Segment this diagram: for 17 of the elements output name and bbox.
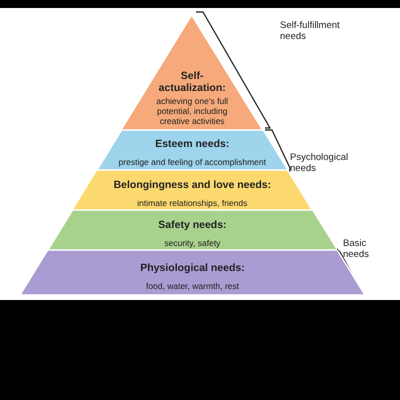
tier-description: achieving one’s full potential, including creative activities bbox=[155, 96, 230, 126]
tier-heading: Self- actualization: bbox=[158, 70, 227, 94]
tier-heading: Belongingness and love needs: bbox=[114, 179, 272, 191]
pyramid-tier bbox=[96, 130, 288, 170]
tier-heading: Physiological needs: bbox=[140, 262, 245, 274]
tier-description: security, safety bbox=[164, 238, 220, 248]
tier-heading: Esteem needs: bbox=[155, 138, 230, 150]
group-label: Basic needs bbox=[343, 238, 370, 260]
pyramid-tier bbox=[48, 210, 338, 250]
pyramid-tier bbox=[72, 170, 312, 210]
group-label: Psychological needs bbox=[290, 152, 350, 174]
tier-description: food, water, warmth, rest bbox=[146, 281, 240, 291]
pyramid-tier bbox=[121, 15, 264, 130]
tier-description: intimate relationships, friends bbox=[137, 198, 248, 208]
tier-description: prestige and feeling of accomplishment bbox=[118, 157, 266, 167]
group-label: Self-fulfillment needs bbox=[280, 20, 341, 42]
tier-heading: Safety needs: bbox=[158, 219, 227, 231]
